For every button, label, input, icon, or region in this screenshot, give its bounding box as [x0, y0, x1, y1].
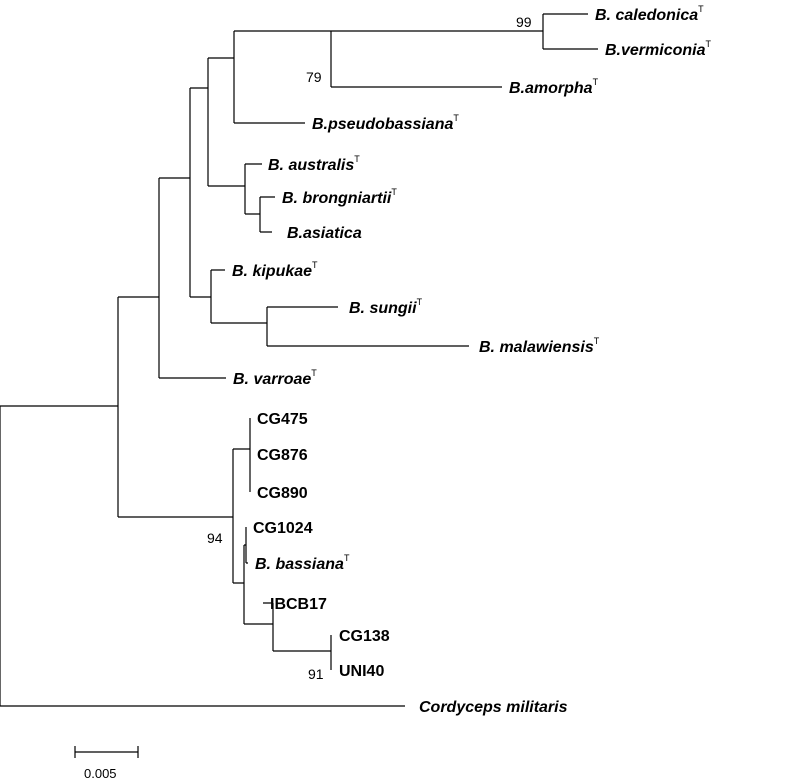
- taxon-vermiconia: B.vermiconiaT: [605, 39, 711, 59]
- branch-cg1024-bassiana: [245, 527, 248, 564]
- branch-node-b: [189, 87, 211, 298]
- branch-root: [0, 405, 405, 707]
- branch-node-a: [158, 177, 226, 379]
- branch-ingroup: [117, 296, 233, 518]
- taxon-caledonica: B. caledonicaT: [595, 4, 704, 24]
- taxon-bassiana: B. bassianaT: [255, 553, 350, 573]
- taxon-cg876: CG876: [257, 447, 308, 464]
- taxon-malawiensis: B. malawiensisT: [479, 336, 600, 356]
- taxon-labels: B. caledonicaT B.vermiconiaT B.amorphaT …: [232, 4, 711, 716]
- taxon-cg1024: CG1024: [253, 520, 313, 537]
- branch-node-kipukae: [210, 269, 267, 324]
- taxon-brongniartii: B. brongniartiiT: [282, 187, 397, 207]
- branch-node-79: [233, 30, 331, 124]
- branch-node-australis: [244, 163, 262, 215]
- bootstrap-94: 94: [207, 530, 223, 546]
- bootstrap-91: 91: [308, 666, 324, 682]
- taxon-cordyceps: Cordyceps militaris: [419, 699, 568, 716]
- taxon-ibcb17: IBCB17: [270, 596, 327, 613]
- tree-branches: [0, 13, 598, 758]
- branch-node-94: [232, 448, 250, 584]
- branch-node-e: [330, 30, 543, 88]
- taxon-cg890: CG890: [257, 485, 308, 502]
- branch-node-ibcb17: [263, 602, 331, 652]
- taxon-uni40: UNI40: [339, 663, 384, 680]
- branch-node-sungii: [266, 306, 469, 347]
- bootstrap-values: 99 79 94 91: [207, 14, 532, 682]
- branch-node-c: [207, 57, 245, 187]
- taxon-australis: B. australisT: [268, 154, 360, 174]
- bootstrap-79: 79: [306, 69, 322, 85]
- taxon-cg475: CG475: [257, 411, 308, 428]
- branch-node-brongniartii: [259, 196, 275, 233]
- scale-bar-label: 0.005: [84, 766, 117, 781]
- taxon-pseudobassiana: B.pseudobassianaT: [312, 113, 459, 133]
- taxon-sungii: B. sungiiT: [349, 297, 423, 317]
- taxon-asiatica: B.asiatica: [287, 225, 362, 242]
- branch-node-99: [542, 13, 598, 50]
- taxon-cg138: CG138: [339, 628, 390, 645]
- taxon-amorpha: B.amorphaT: [509, 77, 599, 97]
- taxon-varroae: B. varroaeT: [233, 368, 317, 388]
- bootstrap-99: 99: [516, 14, 532, 30]
- taxon-kipukae: B. kipukaeT: [232, 260, 318, 280]
- scale-bar: [74, 746, 139, 758]
